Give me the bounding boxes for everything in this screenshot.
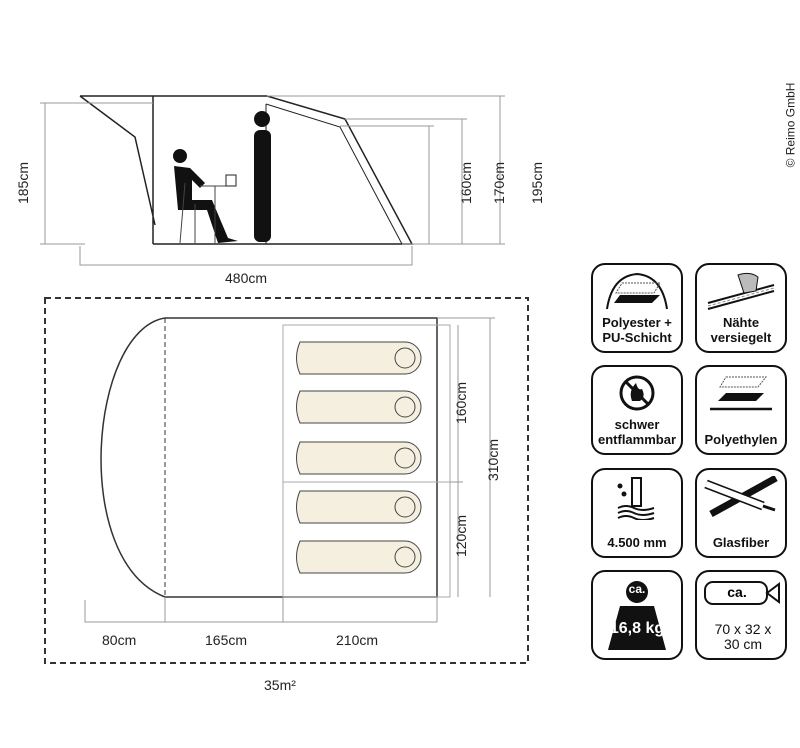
sealed-seam-icon xyxy=(707,272,775,310)
dim-label-210: 210cm xyxy=(336,632,379,648)
dim-185 xyxy=(40,102,153,245)
pack-bag-icon xyxy=(704,581,780,605)
dim-label-170: 170cm xyxy=(491,161,508,205)
fabric-layer-icon xyxy=(606,272,668,310)
dim-label-165: 165cm xyxy=(205,632,248,648)
feature-seams: Nähte versiegelt xyxy=(695,263,787,353)
copyright: © Reimo GmbH xyxy=(783,82,798,168)
sleeping-bags xyxy=(296,341,422,574)
feature-polyester: Polyester + PU-Schicht xyxy=(591,263,683,353)
dim-label-480: 480cm xyxy=(225,270,268,286)
dim-label-310: 310cm xyxy=(485,438,502,482)
side-view xyxy=(40,95,505,266)
dim-480 xyxy=(79,246,413,266)
groundsheet-icon xyxy=(710,376,772,411)
plan-view xyxy=(44,297,529,664)
tent-outline xyxy=(79,95,414,245)
people-icon xyxy=(173,111,271,243)
dim-label-185: 185cm xyxy=(15,161,32,205)
feature-weight: ca. 16,8 kg xyxy=(591,570,683,660)
weight-icon xyxy=(608,581,666,650)
flame-retardant-icon xyxy=(619,375,655,411)
feature-poles: Glasfiber xyxy=(695,468,787,558)
feature-groundsheet: Polyethylen xyxy=(695,365,787,455)
feature-pack-size: ca. 70 x 32 x 30 cm xyxy=(695,570,787,660)
dim-label-80: 80cm xyxy=(102,632,137,648)
feature-flame: schwer entflammbar xyxy=(591,365,683,455)
dim-label-120: 120cm xyxy=(453,514,470,558)
dim-label-160-cabin: 160cm xyxy=(453,381,470,425)
water-column-icon xyxy=(617,477,655,520)
footprint-outline xyxy=(44,297,529,664)
feature-water-column: 4.500 mm xyxy=(591,468,683,558)
area-label: 35m² xyxy=(264,677,296,693)
fiberglass-pole-icon xyxy=(704,476,778,518)
dim-label-160: 160cm xyxy=(458,161,475,205)
dim-label-195: 195cm xyxy=(529,161,546,205)
